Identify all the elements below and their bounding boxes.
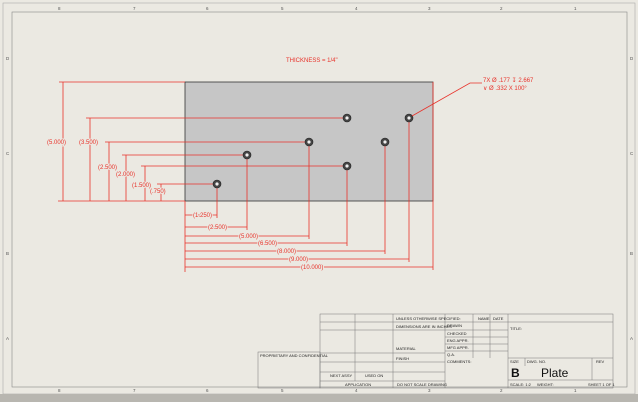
zone-label: 7 xyxy=(133,388,136,393)
zone-label: 3 xyxy=(428,6,431,11)
tb-size-label: SIZE xyxy=(510,359,519,364)
vertical-dimension: (5.000) xyxy=(47,140,66,146)
zone-label: 2 xyxy=(500,388,503,393)
zone-label: 8 xyxy=(58,6,61,11)
tb-name-hdr: NAME xyxy=(478,316,490,321)
zone-label: 6 xyxy=(206,6,209,11)
hole-center xyxy=(307,140,311,144)
zone-label: C xyxy=(630,151,634,156)
hole-center xyxy=(407,116,411,120)
sheet-frame xyxy=(11,11,628,388)
tb-dwg-no: Plate xyxy=(541,366,569,380)
hole-center xyxy=(345,164,349,168)
horizontal-dimension: (8.000) xyxy=(277,249,296,255)
zone-label: 6 xyxy=(206,388,209,393)
zone-label: B xyxy=(630,251,633,256)
zone-label: D xyxy=(630,56,634,61)
tb-proprietary: PROPRIETARY AND CONFIDENTIAL xyxy=(260,353,329,358)
vertical-dimension: (3.500) xyxy=(79,140,98,146)
thickness-note: THICKNESS = 1/4" xyxy=(286,58,338,64)
horizontal-dimension: (1.250) xyxy=(193,213,212,219)
zone-label: 2 xyxy=(500,6,503,11)
horizontal-dimension: (9.000) xyxy=(289,257,308,263)
dimensions: (1.250)(2.500)(5.000)(6.500)(8.000)(9.00… xyxy=(46,81,434,272)
tb-date-hdr: DATE xyxy=(493,316,504,321)
zone-label: 5 xyxy=(281,388,284,393)
hole-center xyxy=(383,140,387,144)
tb-comments: COMMENTS: xyxy=(447,359,471,364)
holes xyxy=(212,113,414,189)
tb-sheet: SHEET 1 OF 1 xyxy=(588,382,615,387)
tb-weight: WEIGHT: xyxy=(537,382,554,387)
vertical-dimension: (2.500) xyxy=(98,165,117,171)
tb-drawn: DRAWN xyxy=(447,323,462,328)
horizontal-dimension: (6.500) xyxy=(258,241,277,247)
zone-label: 1 xyxy=(574,388,577,393)
tb-rev-label: REV xyxy=(596,359,605,364)
vertical-dimension: (2.000) xyxy=(116,172,135,178)
tb-unless: UNLESS OTHERWISE SPECIFIED: xyxy=(396,316,461,321)
tb-title-label: TITLE: xyxy=(510,326,522,331)
hole-callout: 7X Ø .177 ↧ 2.667 ∨ Ø .332 X 100° xyxy=(411,77,534,117)
zone-label: A xyxy=(6,336,9,341)
tb-dwg-no-label: DWG. NO. xyxy=(527,359,546,364)
tb-application: APPLICATION xyxy=(345,382,371,387)
zone-label: D xyxy=(6,56,10,61)
zone-label: A xyxy=(630,336,633,341)
tb-size: B xyxy=(511,366,520,380)
tb-do-not-scale: DO NOT SCALE DRAWING xyxy=(397,382,447,387)
tb-used-on: USED ON xyxy=(365,373,383,378)
title-block: UNLESS OTHERWISE SPECIFIED: NAME DATE DI… xyxy=(257,313,615,389)
tb-scale: SCALE: 1:2 xyxy=(510,382,532,387)
tb-checked: CHECKED xyxy=(447,331,467,336)
horizontal-dimension: (10.000) xyxy=(301,265,323,271)
horizontal-dimension: (2.500) xyxy=(208,225,227,231)
zone-label: B xyxy=(6,251,9,256)
tb-material: MATERIAL xyxy=(396,346,416,351)
zone-label: 1 xyxy=(574,6,577,11)
vertical-dimension: (1.500) xyxy=(132,183,151,189)
zone-label: 4 xyxy=(355,388,358,393)
zone-label: 4 xyxy=(355,6,358,11)
horizontal-dimension: (5.000) xyxy=(239,234,258,240)
zone-label: C xyxy=(6,151,10,156)
tb-next-assy: NEXT ASSY xyxy=(330,373,352,378)
tb-eng-appr: ENG APPR. xyxy=(447,338,469,343)
callout-line-1: 7X Ø .177 ↧ 2.667 xyxy=(483,77,534,84)
zone-label: 7 xyxy=(133,6,136,11)
tb-finish: FINISH xyxy=(396,356,409,361)
vertical-dimension: (.750) xyxy=(150,189,166,195)
hole-center xyxy=(215,182,219,186)
hole-center xyxy=(245,153,249,157)
tb-mfg-appr: MFG APPR. xyxy=(447,345,469,350)
zone-label: 3 xyxy=(428,388,431,393)
tb-qa: Q.A. xyxy=(447,352,455,357)
zone-label: 8 xyxy=(58,388,61,393)
bottom-bar xyxy=(0,394,638,402)
hole-center xyxy=(345,116,349,120)
zone-label: 5 xyxy=(281,6,284,11)
callout-line-2: ∨ Ø .332 X 100° xyxy=(483,86,527,92)
tb-dims-note: DIMENSIONS ARE IN INCHES xyxy=(396,324,452,329)
